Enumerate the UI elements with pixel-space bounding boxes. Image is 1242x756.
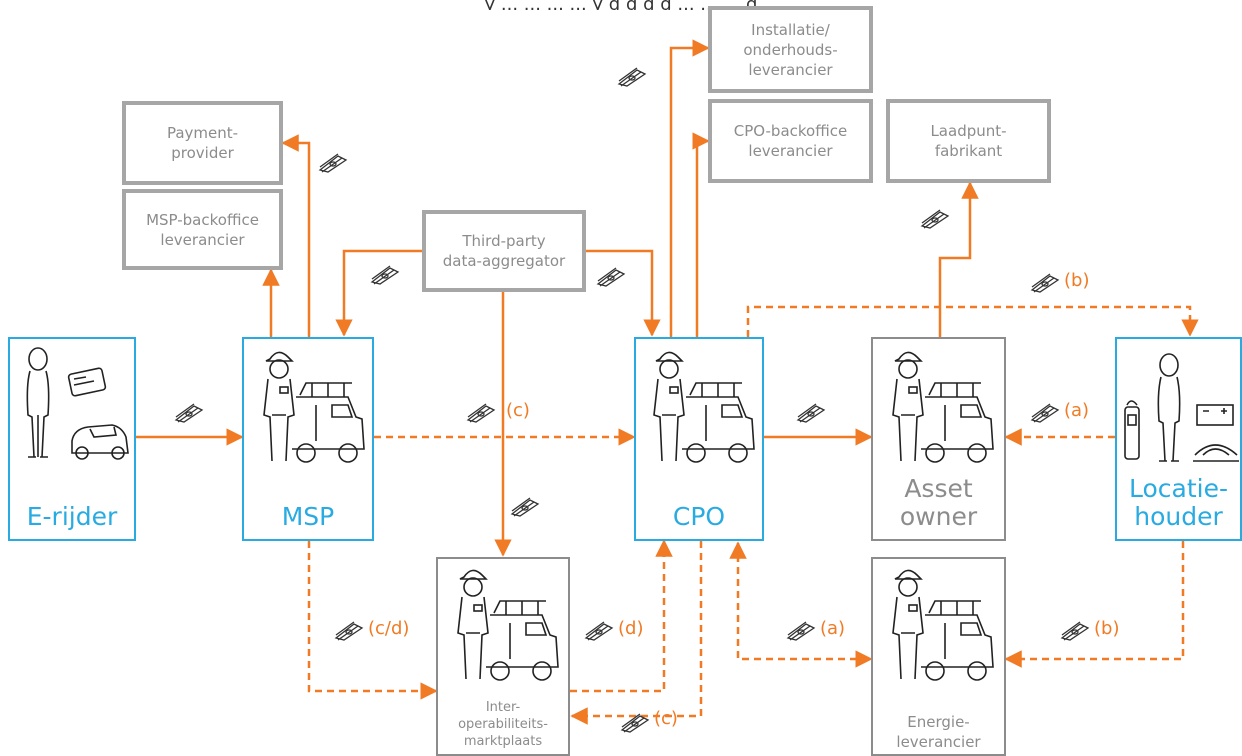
worker-van-figure [653,351,755,463]
edge-third-party-msp [335,249,422,337]
annotation-c-bottom: (c) [654,708,678,729]
edge-cpo-cpo-backoffice [692,132,710,337]
edge-third-party-cpo [586,249,661,337]
money-icon [174,403,204,423]
edge-cpo-locatiehouder [746,305,1199,337]
money-icon [796,403,826,423]
annotation-a-right: (a) [1064,400,1090,421]
money-icon [1060,621,1090,641]
edge-cpo-energie [729,541,873,668]
node-energie-label: Energie- leverancier [896,713,981,751]
edge-cpo-installatie [669,39,710,337]
edge-msp-payment [281,134,311,337]
node-cpo-backoffice: CPO-backoffice leverancier [708,99,873,183]
worker-van-figure [457,569,559,681]
driver-figure [26,347,129,460]
edge-msp-interop [307,541,438,700]
node-energie: Energie- leverancier [871,557,1006,756]
annotation-cd: (c/d) [368,618,410,639]
edge-cpo-interop [570,541,703,725]
node-locatiehouder-label: Locatie- houder [1129,474,1228,531]
money-icon [318,153,348,173]
money-icon [370,265,400,285]
worker-van-figure [892,351,994,463]
edge-asset-laadpunt [938,181,979,337]
node-msp-backoffice-label: MSP-backoffice leverancier [146,210,259,249]
money-icon [510,497,540,517]
node-msp-backoffice: MSP-backoffice leverancier [122,189,283,270]
location-owner-figure [1124,353,1239,462]
node-cpo-backoffice-label: CPO-backoffice leverancier [733,122,848,160]
money-icon [920,209,950,229]
node-cpo-label: CPO [672,502,726,531]
node-msp-label: MSP [281,502,335,531]
node-asset-owner: Asset owner [871,337,1006,541]
cropped-header-text: y ... ... ... ... y g g g g ... ... ... … [0,0,1242,10]
edge-interop-cpo [570,539,673,693]
node-asset-owner-label: Asset owner [899,474,978,531]
node-laadpunt: Laadpunt- fabrikant [886,99,1051,183]
annotation-c-mid: (c) [506,400,530,421]
node-interop: Inter- operabiliteits- marktplaats [436,557,570,756]
worker-van-figure [892,569,994,681]
money-icon [596,267,626,287]
money-icon [617,67,647,87]
money-icon [1030,403,1060,423]
node-installatie-label: Installatie/ onderhouds- leverancier [743,20,838,79]
money-icon [1030,273,1060,293]
node-interop-label: Inter- operabiliteits- marktplaats [458,700,548,749]
node-cpo: CPO [634,337,764,541]
node-e-rijder: E-rijder [8,337,136,541]
money-icon [584,621,614,641]
worker-van-figure [263,351,365,463]
money-icon [466,403,496,423]
node-payment-provider-label: Payment- provider [166,124,239,162]
node-msp: MSP [242,337,374,541]
node-third-party: Third-party data-aggregator [422,210,586,292]
node-e-rijder-label: E-rijder [26,502,118,531]
node-laadpunt-label: Laadpunt- fabrikant [930,122,1007,160]
edge-locatiehouder-energie [1004,541,1185,668]
annotation-b-bottom: (b) [1094,618,1120,639]
money-icon [620,713,650,733]
annotation-b-top: (b) [1064,270,1090,291]
annotation-a-bottom: (a) [820,618,846,639]
node-third-party-label: Third-party data-aggregator [442,232,566,270]
node-installatie: Installatie/ onderhouds- leverancier [708,6,873,93]
node-locatiehouder: Locatie- houder [1115,337,1242,541]
money-icon [334,621,364,641]
node-payment-provider: Payment- provider [122,101,283,185]
annotation-d: (d) [618,618,644,639]
money-icon [786,621,816,641]
